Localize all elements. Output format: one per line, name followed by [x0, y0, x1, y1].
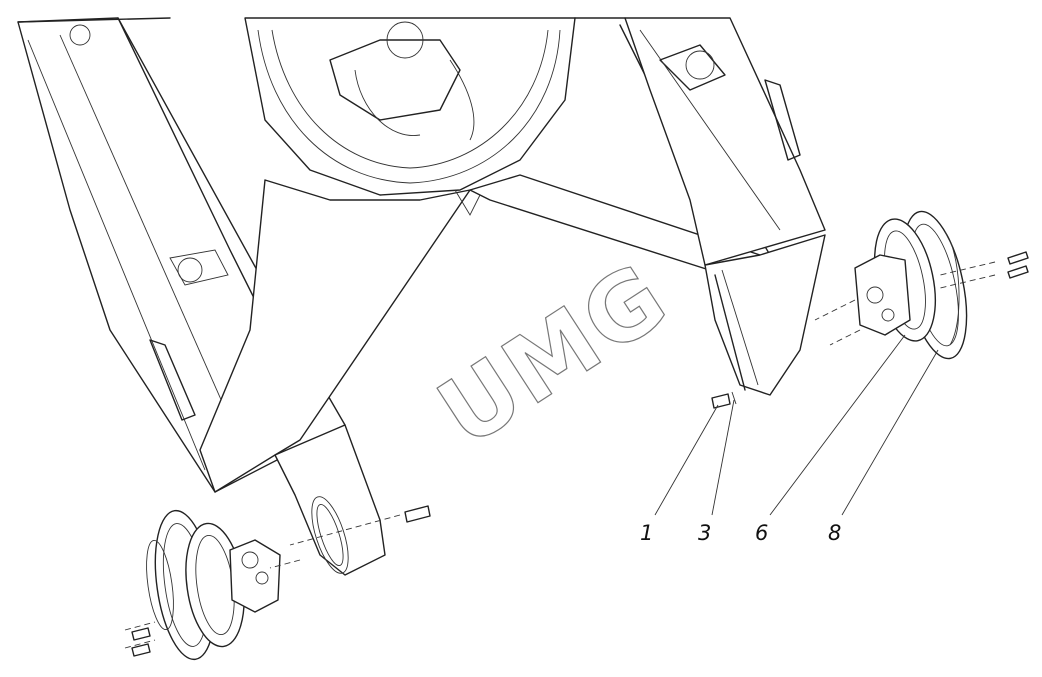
umg-watermark: UMG — [420, 243, 686, 468]
assembly-axes — [124, 261, 996, 649]
left-travel-motor — [146, 509, 281, 661]
right-mount-bracket — [704, 234, 826, 396]
callout-leaders — [654, 334, 939, 516]
left-mount-bracket — [274, 424, 386, 576]
callout-8: 8 — [828, 521, 841, 545]
bolts-and-washers — [131, 251, 1029, 657]
callout-1: 1 — [640, 521, 653, 545]
right-travel-motor — [854, 210, 968, 360]
right-track-frame — [624, 17, 826, 266]
callout-6: 6 — [755, 521, 768, 545]
callout-3: 3 — [698, 521, 711, 545]
slewing-ring — [244, 17, 576, 196]
